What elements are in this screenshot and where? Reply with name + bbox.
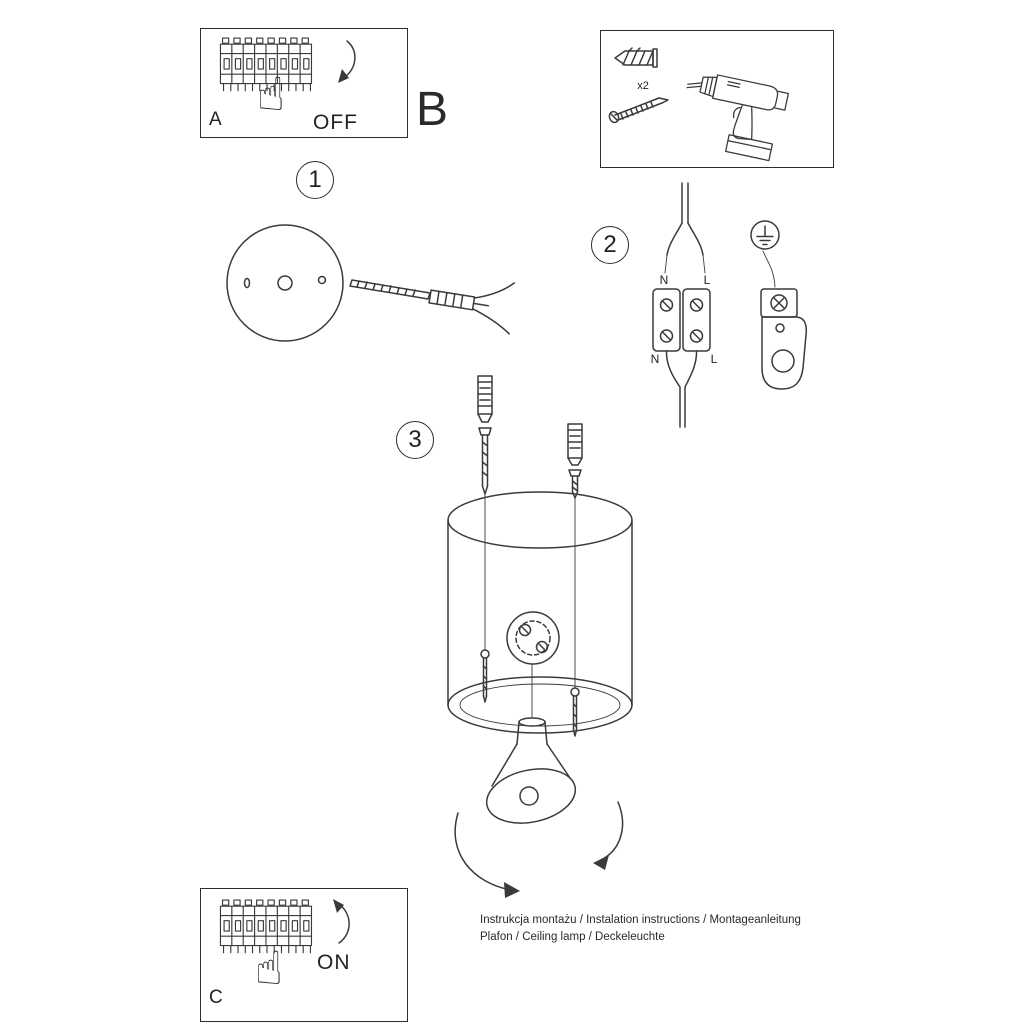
footer-text: Instrukcja montażu / Instalation instruc… [480, 912, 801, 946]
hanging-anchor-screw-2 [567, 423, 583, 689]
step-2-number-text: 2 [603, 231, 617, 258]
panel-a-label: A [209, 109, 222, 130]
step-3-number: 3 [396, 421, 434, 459]
hand-pointing-icon: ☝ [255, 941, 284, 995]
wire-label-l-bottom: L [711, 352, 718, 366]
step-1-number-text: 1 [308, 166, 322, 193]
earth-symbol-icon [750, 220, 780, 250]
hanging-anchor-screw-1 [477, 375, 493, 651]
circuit-breaker-drawing [219, 37, 313, 92]
step-1-drawing [226, 224, 515, 342]
hand-pointing-icon: ☝ [257, 67, 286, 121]
wiring-drawing [652, 182, 711, 428]
lamp-head-drawing [485, 663, 577, 824]
screw-drawing [608, 97, 669, 124]
tools-box: x2 [600, 30, 834, 168]
interior-screw-1 [480, 649, 490, 703]
footer-line-1: Instrukcja montażu / Instalation instruc… [480, 914, 801, 926]
panel-c-label: C [209, 987, 223, 1008]
earth-terminal-drawing [760, 250, 808, 390]
panel-power-off: ☝ OFF A [200, 28, 408, 138]
switch-down-arrow-icon [338, 40, 356, 83]
circuit-breaker-drawing [219, 899, 313, 954]
step-2-drawing: N L N L [651, 182, 808, 428]
screw-and-anchor-drawing [349, 279, 515, 335]
bulb-socket-drawing [506, 611, 560, 665]
section-b-label: B [416, 83, 449, 136]
wall-anchor-drawing [614, 47, 658, 68]
footer-line-2: Plafon / Ceiling lamp / Deckeleuchte [480, 931, 665, 943]
drill-drawing [686, 74, 789, 162]
ceiling-plate-drawing [226, 224, 344, 342]
interior-screw-2 [570, 687, 580, 737]
panel-power-on: ☝ ON C [200, 888, 408, 1022]
on-label: ON [317, 951, 351, 974]
step-3-drawing [447, 375, 633, 898]
tools-drawing: x2 [608, 47, 789, 162]
anchor-quantity-label: x2 [637, 80, 649, 92]
step-1-number: 1 [296, 161, 334, 199]
rotation-arrows [454, 801, 624, 898]
lamp-cylinder-drawing [447, 491, 633, 734]
wire-label-n-bottom: N [651, 352, 660, 366]
step-2-number: 2 [591, 226, 629, 264]
step-3-number-text: 3 [408, 426, 422, 453]
wire-label-l-top: L [704, 273, 711, 287]
switch-up-arrow-icon [333, 899, 350, 944]
off-label: OFF [313, 111, 358, 134]
wire-label-n-top: N [660, 273, 669, 287]
